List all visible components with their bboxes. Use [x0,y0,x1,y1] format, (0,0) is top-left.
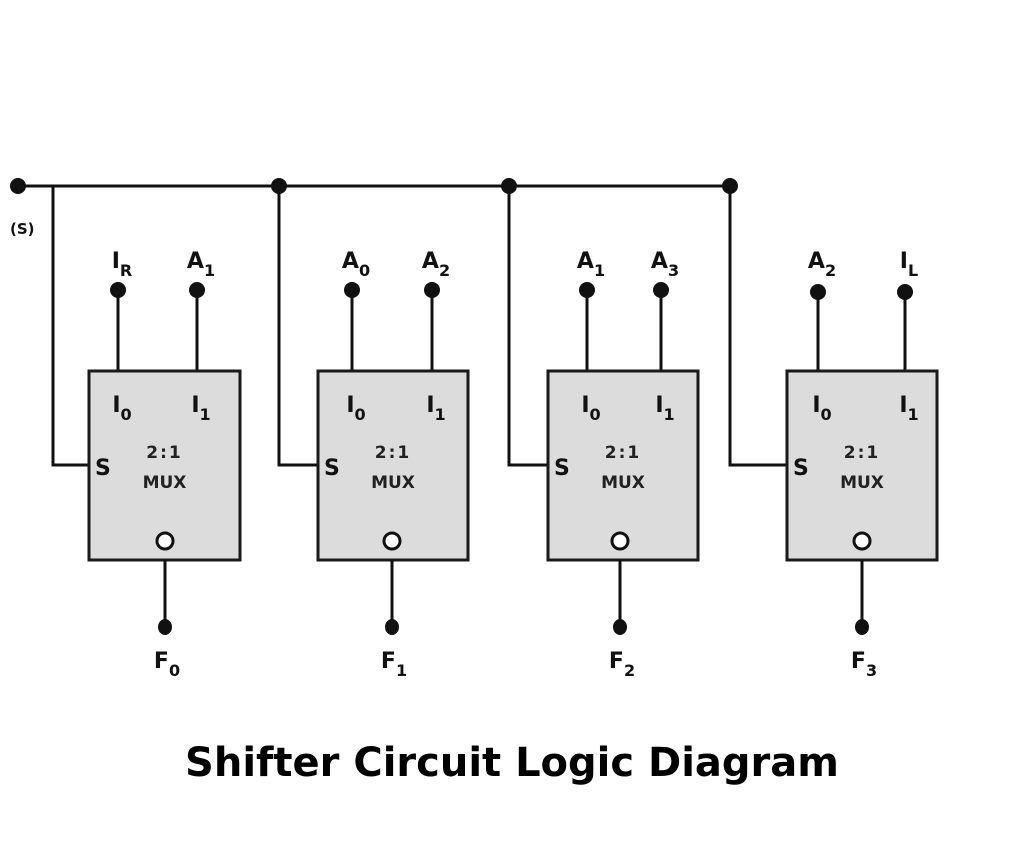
output-port-icon [155,531,175,551]
bus-junction-dot [722,178,738,194]
pin-i0-label: I0 [581,393,600,424]
input0-label: A1 [577,249,605,280]
input0-label: A0 [342,249,370,280]
select-wire [728,186,787,467]
input1-terminal [189,282,205,298]
output-label: F3 [851,649,877,680]
mux-type-label: MUX [371,473,415,493]
input0-terminal [579,282,595,298]
output-terminal [158,619,172,635]
select-label: (S) [10,220,35,238]
pin-i0-label: I0 [346,393,365,424]
select-pin-label: S [324,456,340,481]
mux-box [316,369,470,562]
mux-box [546,369,700,562]
select-wire [277,186,318,467]
pin-i1-label: I1 [655,393,674,424]
pin-i1-label: I1 [899,393,918,424]
pin-i1-label: I1 [426,393,445,424]
output-label: F1 [381,649,407,680]
mux-type-label: MUX [840,473,884,493]
pin-i0-label: I0 [112,393,131,424]
input1-label: A1 [187,249,215,280]
input1-terminal [897,284,913,300]
select-pin-label: S [793,456,809,481]
output-label: F0 [154,649,180,680]
bus-junction-dot [501,178,517,194]
mux-ratio-label: 2:1 [375,443,411,463]
mux-type-label: MUX [601,473,645,493]
input0-label: A2 [808,249,836,280]
input0-terminal [810,284,826,300]
select-pin-label: S [95,456,111,481]
output-terminal [385,619,399,635]
mux-ratio-label: 2:1 [605,443,641,463]
select-input-terminal [10,178,26,194]
input1-label: IL [900,249,918,280]
output-terminal [613,619,627,635]
input0-terminal [344,282,360,298]
output-port-icon [610,531,630,551]
input0-label: IR [112,249,133,280]
input0-terminal [110,282,126,298]
pin-i0-label: I0 [812,393,831,424]
input1-terminal [424,282,440,298]
input1-terminal [653,282,669,298]
input1-label: A2 [422,249,450,280]
output-port-icon [852,531,872,551]
output-label: F2 [609,649,635,680]
mux-ratio-label: 2:1 [146,443,182,463]
select-pin-label: S [554,456,570,481]
diagram-title: Shifter Circuit Logic Diagram [185,740,839,786]
input1-label: A3 [651,249,679,280]
mux-ratio-label: 2:1 [844,443,880,463]
select-wire [507,186,548,467]
mux-box [87,369,242,562]
output-port-icon [382,531,402,551]
pin-i1-label: I1 [191,393,210,424]
select-wire [51,186,89,467]
bus-junction-dot [271,178,287,194]
output-terminal [855,619,869,635]
mux-type-label: MUX [143,473,187,493]
